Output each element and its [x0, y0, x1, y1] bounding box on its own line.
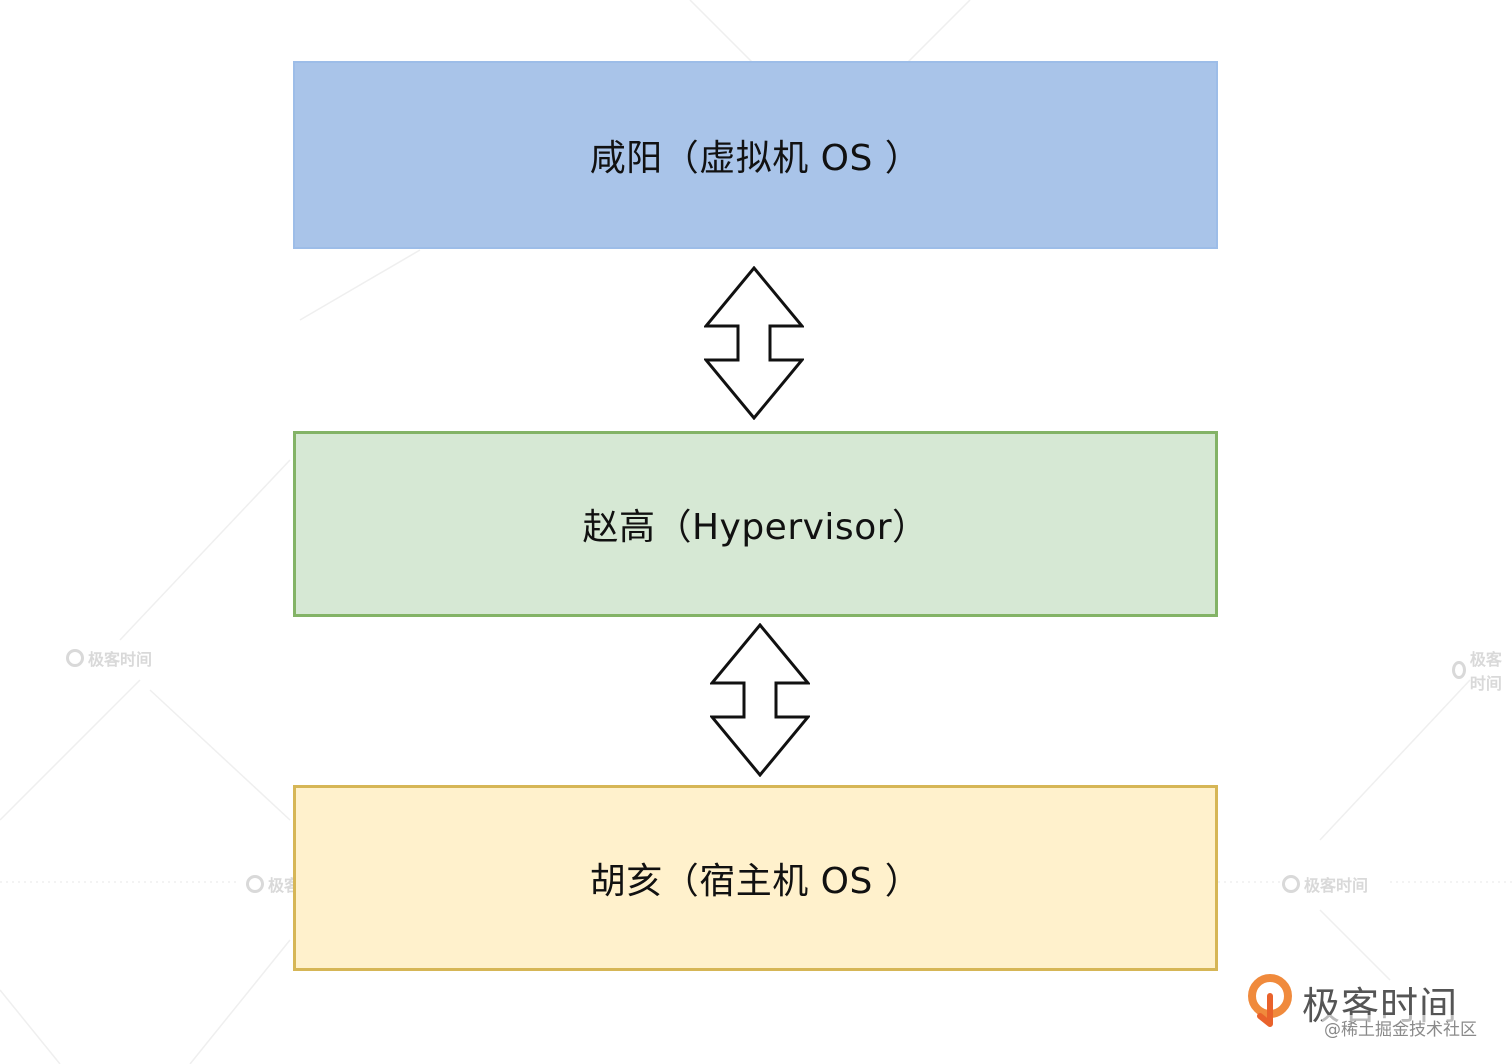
credit-text: @稀土掘金技术社区 — [1322, 1015, 1479, 1040]
watermark-logo-icon — [1282, 875, 1300, 893]
watermark: 极客时间 — [1282, 872, 1368, 896]
watermark: 极客时间 — [66, 646, 152, 670]
hypervisor-layer-label: 赵高（Hypervisor） — [582, 507, 929, 548]
watermark: 极客时间 — [1452, 646, 1512, 694]
host-layer-label: 胡亥（宿主机 OS ） — [589, 861, 922, 902]
watermark-logo-icon — [246, 875, 264, 893]
watermark-text: 极客时间 — [88, 650, 153, 669]
watermark-logo-icon — [1452, 661, 1466, 679]
watermark-logo-icon — [66, 649, 84, 667]
brand-logo-icon — [1248, 974, 1292, 1027]
double-arrow-icon — [704, 266, 804, 420]
double-arrow-icon — [710, 623, 810, 777]
watermark-text: 极客时间 — [1469, 650, 1502, 693]
vm-layer-label: 咸阳（虚拟机 OS ） — [589, 138, 922, 179]
vm-layer-box: 咸阳（虚拟机 OS ） — [293, 61, 1218, 249]
hypervisor-layer-box: 赵高（Hypervisor） — [293, 431, 1218, 617]
watermark-text: 极客时间 — [1304, 876, 1369, 895]
host-layer-box: 胡亥（宿主机 OS ） — [293, 785, 1218, 971]
